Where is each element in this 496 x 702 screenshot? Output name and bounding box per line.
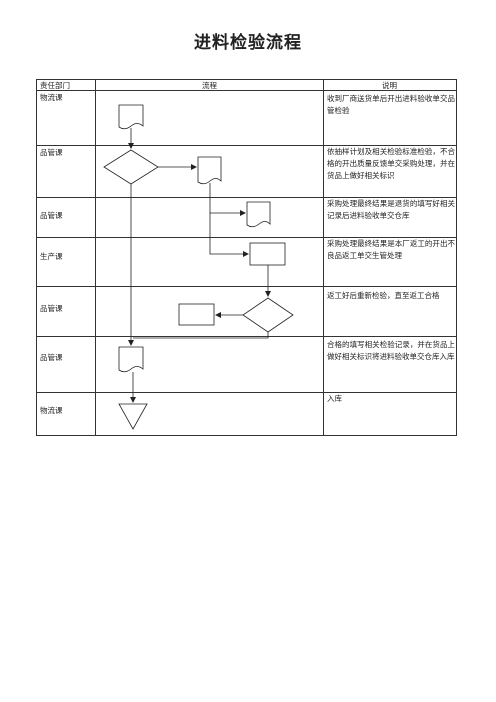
header-divider (37, 90, 456, 91)
desc-cell: 入库 (327, 394, 342, 403)
document-shape-receiving (118, 104, 144, 130)
connector-arrow (133, 332, 269, 339)
desc-cell: 采购处理最终结果是本厂返工的开出不良品返工单交生管处理 (327, 239, 455, 260)
dept-cell: 品管课 (40, 211, 63, 220)
connector-arrow (209, 213, 249, 257)
document-shape-record (118, 346, 144, 373)
row-divider (37, 336, 456, 337)
row-divider (37, 286, 456, 287)
row-divider (37, 197, 456, 198)
column-divider-dept (95, 80, 96, 435)
warehouse-triangle (118, 403, 148, 430)
dept-cell: 物流课 (40, 406, 63, 415)
process-box-rework-loop (178, 303, 215, 326)
dept-cell: 品管课 (40, 353, 63, 362)
row-divider (37, 237, 456, 238)
desc-cell: 合格的填写相关检验记录，并在货品上做好相关标识将进料验收单交仓库入库 (327, 340, 455, 361)
header-flow: 流程 (202, 81, 217, 90)
desc-cell: 收到厂商送货单后开出进料验收单交品管检验 (327, 94, 455, 115)
decision-diamond-reinspect (242, 297, 294, 333)
dept-cell: 品管课 (40, 304, 63, 313)
dept-cell: 生产课 (40, 252, 63, 261)
dept-cell: 品管课 (40, 148, 63, 157)
header-dept: 责任部门 (40, 81, 70, 90)
header-desc: 说明 (382, 81, 397, 90)
flow-table: 责任部门 流程 说明 物流课 品管课 品管课 生产课 品管课 品管课 物流课 收… (36, 79, 457, 436)
row-divider (37, 392, 456, 393)
document-shape-return (246, 201, 271, 228)
connector-arrow (209, 183, 246, 216)
desc-cell: 返工好后重新检验，直至返工合格 (327, 291, 440, 300)
column-divider-flow (323, 80, 324, 435)
process-box-rework (249, 242, 286, 266)
dept-cell: 物流课 (40, 93, 63, 102)
document-shape-feedback (197, 156, 222, 185)
desc-cell: 依抽样计划及相关检验标准检验，不合格的开出质量反馈单交采购处理，并在货品上做好相… (327, 147, 455, 180)
desc-cell: 采购处理最终结果是退货的填写好相关记录后进料验收单交仓库 (327, 199, 455, 220)
decision-diamond-inspection (103, 149, 159, 185)
page-title: 进料检验流程 (194, 33, 302, 53)
row-divider (37, 145, 456, 146)
